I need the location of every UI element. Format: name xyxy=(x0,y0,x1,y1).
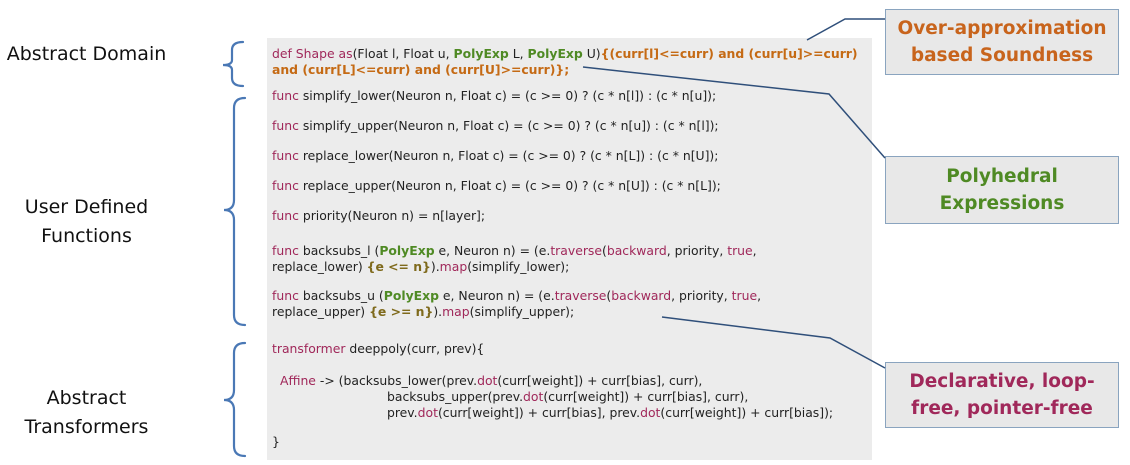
callout-declarative-text: Declarative, loop- free, pointer-free xyxy=(909,371,1095,419)
code-token: backsubs_u ( xyxy=(298,288,384,303)
code-token: {e >= n} xyxy=(369,304,434,319)
code-token: and (curr[L]<=curr) and (curr[U]>=curr)}… xyxy=(272,62,570,77)
code-token: func xyxy=(272,148,299,163)
code-token: backward xyxy=(606,243,667,258)
code-token: traverse xyxy=(550,243,602,258)
code-transformer-line: Affine -> (backsubs_lower(prev.dot(curr[… xyxy=(280,373,702,389)
callout-soundness-text: Over-approximation based Soundness xyxy=(897,18,1107,66)
code-token: (Float l, Float u, xyxy=(352,46,454,61)
code-token: e, Neuron n) = (e. xyxy=(434,243,551,258)
code-token: map xyxy=(439,259,468,274)
code-function-line: func simplify_lower(Neuron n, Float c) =… xyxy=(272,88,716,104)
code-token: func xyxy=(272,88,299,103)
code-token: def Shape as xyxy=(272,46,353,61)
code-token: U) xyxy=(582,46,601,61)
code-function-line: func simplify_upper(Neuron n, Float c) =… xyxy=(272,118,719,134)
code-token: -> (backsubs_lower(prev. xyxy=(315,373,478,388)
code-token: transformer xyxy=(272,341,346,356)
brace-abstract-transformers xyxy=(223,341,247,458)
code-function-line: func replace_upper(Neuron n, Float c) = … xyxy=(272,178,721,194)
code-function-line: func priority(Neuron n) = n[layer]; xyxy=(272,208,485,224)
label-user-defined-functions: User Defined Functions xyxy=(24,196,149,247)
brace-abstract-domain xyxy=(222,40,245,88)
callout-polyhedral: Polyhedral Expressions xyxy=(885,156,1119,224)
code-token: backsubs_upper(prev. xyxy=(387,389,524,404)
label-abstract-domain: Abstract Domain xyxy=(6,43,167,65)
code-transformer-line: backsubs_upper(prev.dot(curr[weight]) + … xyxy=(387,389,748,405)
code-token: priority(Neuron n) = n[layer]; xyxy=(298,208,486,223)
code-token: dot xyxy=(417,405,438,420)
code-shape-def-line: def Shape as(Float l, Float u, PolyExp L… xyxy=(272,46,858,62)
code-token: func xyxy=(272,243,299,258)
code-token: replace_lower) xyxy=(272,259,367,274)
code-token: replace_upper) xyxy=(272,304,370,319)
connector-soundness xyxy=(806,18,885,41)
code-token: dot xyxy=(640,405,661,420)
code-token: (curr[weight]) + curr[bias]); xyxy=(660,405,834,420)
code-token: {e <= n} xyxy=(366,259,431,274)
callout-polyhedral-text: Polyhedral Expressions xyxy=(939,166,1065,214)
code-token: backsubs_l ( xyxy=(298,243,380,258)
code-token: func xyxy=(272,178,299,193)
code-function-line: replace_lower) {e <= n}).map(simplify_lo… xyxy=(272,259,569,275)
code-token: (curr[weight]) + curr[bias], curr), xyxy=(497,373,703,388)
code-shape-def-line: and (curr[L]<=curr) and (curr[U]>=curr)}… xyxy=(272,62,569,78)
code-token: true xyxy=(727,243,753,258)
code-token: (curr[weight]) + curr[bias], prev. xyxy=(437,405,641,420)
callout-declarative: Declarative, loop- free, pointer-free xyxy=(885,362,1119,428)
code-function-line: replace_upper) {e >= n}).map(simplify_up… xyxy=(272,304,574,320)
code-function-line: func replace_lower(Neuron n, Float c) = … xyxy=(272,148,718,164)
code-token: PolyExp xyxy=(527,46,583,61)
code-token: , xyxy=(752,243,757,258)
code-token: ). xyxy=(433,304,443,319)
code-token: (curr[weight]) + curr[bias], curr), xyxy=(543,389,749,404)
brace-user-defined-functions xyxy=(223,96,247,327)
code-token: L, xyxy=(508,46,528,61)
code-token: replace_upper(Neuron n, Float c) = (c >=… xyxy=(298,178,721,193)
code-token: map xyxy=(442,304,470,319)
code-token: e, Neuron n) = (e. xyxy=(438,288,555,303)
code-token: Affine xyxy=(280,373,316,388)
code-token: } xyxy=(272,434,280,449)
code-token: prev. xyxy=(387,405,418,420)
connector-declarative xyxy=(661,316,886,369)
code-token: traverse xyxy=(554,288,607,303)
code-token: true xyxy=(731,288,758,303)
code-function-line: func backsubs_l (PolyExp e, Neuron n) = … xyxy=(272,243,757,259)
code-transformer-line: prev.dot(curr[weight]) + curr[bias], pre… xyxy=(387,405,833,421)
code-token: dot xyxy=(477,373,498,388)
code-token: , priority, xyxy=(671,288,732,303)
code-panel: def Shape as(Float l, Float u, PolyExp L… xyxy=(267,38,872,460)
code-transformer-line: transformer deeppoly(curr, prev){ xyxy=(272,341,484,357)
code-token: (simplify_lower); xyxy=(467,259,570,274)
code-token: PolyExp xyxy=(379,243,435,258)
label-abstract-transformers: Abstract Transformers xyxy=(24,387,149,438)
code-token: deeppoly(curr, prev){ xyxy=(345,341,485,356)
code-token: PolyExp xyxy=(383,288,439,303)
code-token: , priority, xyxy=(666,243,728,258)
code-token: (simplify_upper); xyxy=(469,304,575,319)
connector-polyhedral xyxy=(582,66,886,159)
code-token: func xyxy=(272,288,299,303)
code-token: , xyxy=(757,288,762,303)
code-token: simplify_upper(Neuron n, Float c) = (c >… xyxy=(298,118,719,133)
code-token: ( xyxy=(602,243,607,258)
callout-soundness: Over-approximation based Soundness xyxy=(885,9,1119,75)
code-transformer-line: } xyxy=(272,434,280,450)
code-token: dot xyxy=(523,389,544,404)
code-token: PolyExp xyxy=(453,46,509,61)
code-token: {(curr[l]<=curr) and (curr[u]>=curr) xyxy=(600,46,858,61)
code-token: ( xyxy=(606,288,612,303)
code-token: replace_lower(Neuron n, Float c) = (c >=… xyxy=(298,148,719,163)
code-token: func xyxy=(272,118,299,133)
code-function-line: func backsubs_u (PolyExp e, Neuron n) = … xyxy=(272,288,761,304)
code-token: backward xyxy=(611,288,672,303)
code-token: ). xyxy=(430,259,440,274)
code-token: simplify_lower(Neuron n, Float c) = (c >… xyxy=(298,88,717,103)
code-token: func xyxy=(272,208,299,223)
